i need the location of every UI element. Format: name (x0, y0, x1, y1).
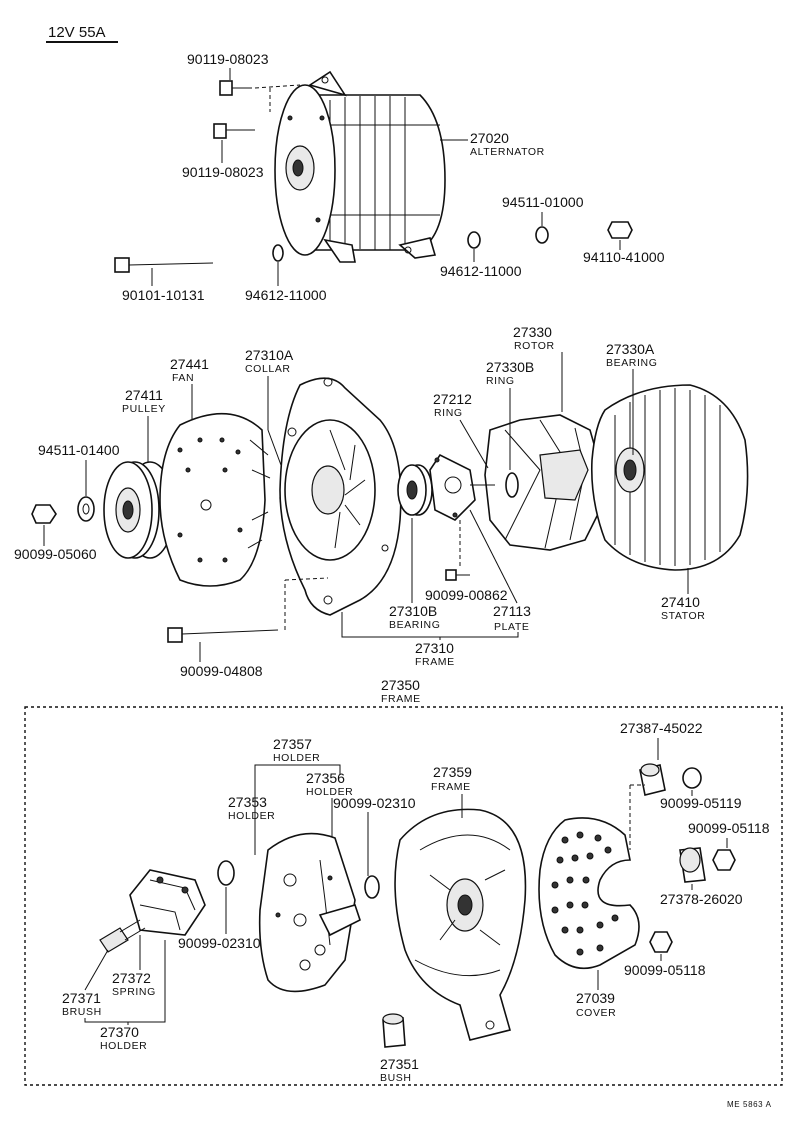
washer-90099-02310-a (364, 875, 380, 899)
label-27357-num: 27357 (273, 736, 312, 752)
plate-27113 (429, 453, 476, 521)
nut-90099-05060 (31, 504, 57, 524)
label-27310b-name: BEARING (389, 619, 440, 631)
label-27350-num: 27350 (381, 677, 420, 693)
cover-27039 (538, 817, 640, 970)
label-27330a-num: 27330A (606, 341, 655, 357)
diagram-title: 12V 55A (48, 24, 106, 41)
label-90119-top: 90119-08023 (187, 51, 269, 67)
label-27330-num: 27330 (513, 324, 552, 340)
bush-27351 (382, 1013, 406, 1048)
label-27310a-name: COLLAR (245, 363, 291, 375)
washer-94511-b (77, 496, 95, 522)
label-90119-bottom: 90119-08023 (182, 164, 264, 180)
label-90099-04808: 90099-04808 (180, 663, 263, 679)
label-90099-05118-b: 90099-05118 (624, 962, 706, 978)
label-27441-name: FAN (172, 372, 194, 384)
label-27371-name: BRUSH (62, 1006, 102, 1018)
label-90099-00862: 90099-00862 (425, 587, 508, 603)
alternator-assembly (274, 70, 446, 263)
rear-frame-group-border (24, 706, 783, 1086)
label-27371-num: 27371 (62, 990, 101, 1006)
label-27370-num: 27370 (100, 1024, 139, 1040)
bearing-27310b (397, 464, 433, 516)
label-27039-num: 27039 (576, 990, 615, 1006)
label-27353-num: 27353 (228, 794, 267, 810)
through-bolt-90101 (114, 257, 214, 273)
washer-94612-a (467, 231, 481, 249)
label-27351-name: BUSH (380, 1072, 412, 1084)
label-90099-05119: 90099-05119 (660, 795, 742, 811)
drive-end-frame (279, 377, 402, 616)
label-27310-num: 27310 (415, 640, 454, 656)
label-27113-name: PLATE (494, 621, 529, 633)
label-27330-name: ROTOR (514, 340, 555, 352)
label-27330a-name: BEARING (606, 357, 657, 369)
label-27441-num: 27441 (170, 356, 209, 372)
nut-90099-05119 (682, 767, 702, 789)
label-27330b-name: RING (486, 375, 515, 387)
label-27372-name: SPRING (112, 986, 156, 998)
bolt-90119-top (219, 80, 252, 96)
holder-27353 (258, 832, 361, 993)
screw-90099-00862 (445, 569, 470, 581)
washer-94612-b (272, 244, 284, 262)
rotor-27330 (470, 414, 601, 551)
label-94511-a: 94511-01000 (502, 194, 584, 210)
fan-27441 (159, 412, 271, 587)
label-27020-name: ALTERNATOR (470, 146, 545, 158)
label-27411-num: 27411 (125, 387, 163, 403)
label-27359-name: FRAME (431, 781, 471, 793)
bolt-90119-bottom (213, 123, 255, 139)
label-27212-name: RING (434, 407, 463, 419)
label-27039-name: COVER (576, 1007, 616, 1019)
label-27357-name: HOLDER (273, 752, 320, 764)
label-27351-num: 27351 (380, 1056, 419, 1072)
label-27370-name: HOLDER (100, 1040, 147, 1052)
label-90099-05060: 90099-05060 (14, 546, 97, 562)
label-27356-name: HOLDER (306, 786, 353, 798)
label-27310-name: FRAME (415, 656, 455, 668)
label-27411-name: PULLEY (122, 403, 166, 415)
label-90099-02310-a: 90099-02310 (333, 795, 416, 811)
doc-code: ME 5863 A (727, 1100, 772, 1109)
nut-94110 (607, 221, 633, 239)
label-90099-05118-a: 90099-05118 (688, 820, 770, 836)
washer-94511-a (535, 226, 549, 244)
nut-90099-05118-b (649, 931, 673, 953)
label-27378: 27378-26020 (660, 891, 743, 907)
label-27410-name: STATOR (661, 610, 705, 622)
label-27359-num: 27359 (433, 764, 472, 780)
label-27310a-num: 27310A (245, 347, 294, 363)
label-27350-name: FRAME (381, 693, 421, 705)
label-27410-num: 27410 (661, 594, 700, 610)
label-27212-num: 27212 (433, 391, 472, 407)
label-27113-num: 27113 (493, 603, 531, 619)
label-27387: 27387-45022 (620, 720, 703, 736)
rear-frame-27359 (394, 808, 527, 1041)
stator-27410 (590, 384, 749, 571)
label-90101: 90101-10131 (122, 287, 205, 303)
label-27310b-num: 27310B (389, 603, 437, 619)
label-94612-a: 94612-11000 (440, 263, 522, 279)
label-94511-b: 94511-01400 (38, 442, 120, 458)
ring-27330b (505, 472, 519, 498)
label-27356-num: 27356 (306, 770, 345, 786)
label-27330b-num: 27330B (486, 359, 534, 375)
bolt-90099-04808 (167, 627, 279, 643)
label-27372-num: 27372 (112, 970, 151, 986)
washer-90099-02310-b (217, 860, 235, 886)
label-94110: 94110-41000 (583, 249, 665, 265)
label-94612-b: 94612-11000 (245, 287, 327, 303)
label-90099-02310-b: 90099-02310 (178, 935, 261, 951)
nut-90099-05118-a (712, 849, 736, 871)
brush-holder-27370 (99, 869, 206, 953)
label-27353-name: HOLDER (228, 810, 275, 822)
insulator-27387 (639, 763, 666, 796)
label-27020-num: 27020 (470, 130, 509, 146)
insulator-27378 (679, 847, 706, 883)
